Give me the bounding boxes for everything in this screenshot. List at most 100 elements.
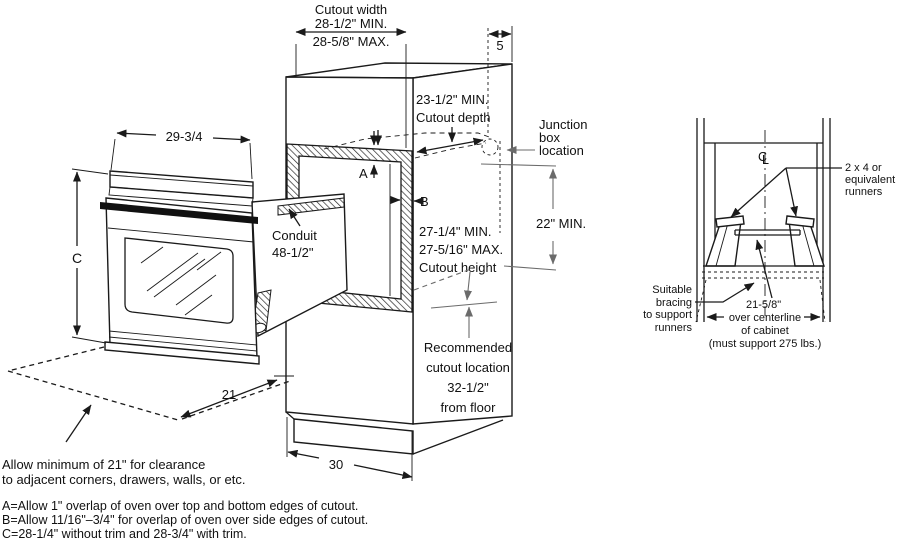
oven-width-dimension: 29-3/4 [110,129,253,180]
base-side-line [412,419,504,455]
cutout-depth-annotation: 23-1/2" MIN. Cutout depth [323,92,493,159]
right-runner-board-line [801,222,815,267]
clearance-21-label: 21 [222,387,236,402]
depth-diagonal-arrow [416,137,484,155]
bracing-label: Suitable bracing to support runners [643,282,755,334]
min-22-label: 22" MIN. [536,216,586,231]
control-panel-line [109,174,254,187]
recommended-2: cutout location [426,360,510,375]
cutout-height-label: Cutout height [419,260,497,275]
cutout-width-title: Cutout width [315,2,387,17]
ext-top [71,168,109,175]
cutout-depth-min: 23-1/2" MIN. [416,92,489,107]
junction-label-3: location [539,143,584,158]
cutout-depth-label: Cutout depth [416,110,490,125]
left-runner-board-line [715,222,729,267]
runners-label-1: 2 x 4 or [845,162,882,174]
dim-seg-right [353,464,413,479]
runners-label-3: runners [845,186,883,198]
cutout-height-min: 27-1/4" MIN. [419,224,492,239]
ref-line [430,301,498,309]
ext-bottom [71,336,107,344]
dim-seg-left [116,129,157,138]
a-label: A [359,166,368,181]
rail-dimension: 21-5/8" over centerline of cabinet (must… [706,239,822,350]
c-dimension: C [71,168,109,344]
runners-label-2: equivalent [845,174,895,186]
conduit-label-2: 48-1/2" [272,245,314,260]
runners-arrow-left [730,167,787,218]
note-a: A=Allow 1" overlap of oven over top and … [2,499,358,513]
recommended-3: 32-1/2" [447,380,489,395]
recommended-1: Recommended [424,340,512,355]
right-runner [788,220,825,267]
dashed-diagonal [413,268,472,291]
bracing-label-3: to support [643,309,692,321]
control-panel-slope [108,186,254,207]
rail-dim-label: 21-5/8" [746,299,781,311]
cabinet-cross-section: C L 2 x 4 or equivalent runners Suitable… [643,118,895,350]
right-runner-cap [785,215,815,228]
note-b: B=Allow 11/16"–3/4" for overlap of oven … [2,513,368,527]
cutout-height-leader [503,265,557,271]
junction-label-2: box [539,130,560,145]
oven-front-face [105,197,258,359]
c-label: C [72,250,82,266]
base-30-dimension: 30 [286,417,413,481]
door-top-line [107,227,255,243]
clearance-note-leader-arrow [65,404,92,443]
dim-seg-left [287,449,320,459]
oven-door-window [124,237,234,324]
top-depth-dimension: 5 [487,26,513,133]
centerline-note-1: over centerline [729,312,801,324]
conduit-label-1: Conduit [272,228,317,243]
cutout-width-max: 28-5/8" MAX. [313,34,390,49]
cutout-height-annotation: 27-1/4" MIN. 27-5/16" MAX. Cutout height [419,224,557,275]
runner-rail [734,229,801,236]
b-label: B [420,194,429,209]
bracing-label-1: Suitable [652,284,692,296]
junction-label-1: Junction [539,117,587,132]
runners-arrow-right [785,167,798,217]
cabinet-toe-kick [293,418,414,455]
left-runner [705,220,742,267]
bracing-dashed-band [702,271,824,279]
toe-kick-step-line [285,411,295,420]
runners-label: 2 x 4 or equivalent runners [730,162,895,218]
clearance-note-2: to adjacent corners, drawers, walls, or … [2,472,246,487]
centerline-symbol-l: L [762,153,769,167]
centerline-note-3: (must support 275 lbs.) [709,338,822,350]
centerline-symbol-c: C [758,150,767,164]
bracing-label-2: bracing [656,297,692,309]
dim-dashed-diagonals [695,279,826,323]
ext-right [249,142,253,180]
cutout-width-dimension: Cutout width 28-1/2" MIN. 28-5/8" MAX. [295,2,407,148]
note-c: C=28-1/4" without trim and 28-3/4" with … [2,527,247,541]
cutout-height-max: 27-5/16" MAX. [419,242,503,257]
conduit-annotation: Conduit 48-1/2" [272,208,317,260]
clearance-note-1: Allow minimum of 21" for clearance [2,457,205,472]
ref-line-top [480,163,557,167]
junction-box-annotation: Junction box location [481,117,587,233]
oven [100,170,348,365]
conduit-leader-arrow [288,208,301,227]
dim-5-label: 5 [496,38,503,53]
arrow-down [464,271,472,301]
ext-left [110,138,116,171]
clearance-21-arrow [180,379,278,418]
recommended-location-annotation: Recommended cutout location 32-1/2" from… [413,268,512,415]
oven-body-side [251,193,348,338]
depth-dashed-top [323,132,493,150]
base-30-label: 30 [329,457,343,472]
window-shine-lines [140,246,222,316]
min-22-dimension: 22" MIN. [480,163,586,265]
bracing-label-4: runners [655,322,693,334]
oven-width-label: 29-3/4 [166,129,203,144]
bracing-leader-arrow [695,282,755,303]
junction-box-circle [481,138,499,156]
cutout-width-min: 28-1/2" MIN. [315,16,388,31]
b-marker: B [390,194,429,209]
rail-dim-arrow [755,239,773,299]
